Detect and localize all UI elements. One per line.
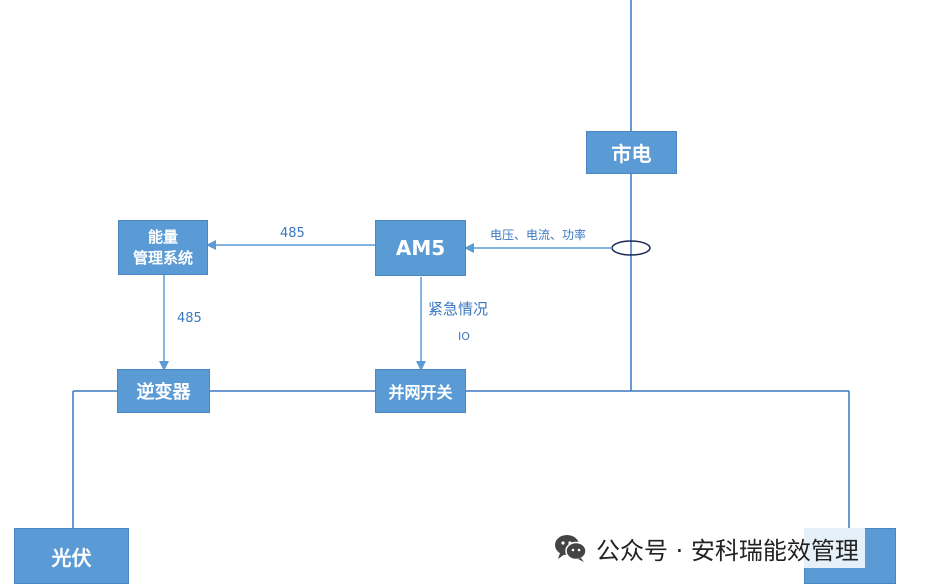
measure-label: 电压、电流、功率 <box>490 228 587 242</box>
am5-ems-485-label: 485 <box>280 226 305 241</box>
watermark-text: 公众号 · 安科瑞能效管理 <box>596 536 859 565</box>
grid-node: 市电 <box>586 131 677 174</box>
ems-label-line2: 管理系统 <box>132 248 193 267</box>
io-label: IO <box>458 330 470 343</box>
am5-node: AM5 <box>375 220 466 276</box>
emergency-label: 紧急情况 <box>428 300 489 318</box>
inverter-label: 逆变器 <box>136 382 191 403</box>
switch-node: 并网开关 <box>375 369 466 413</box>
pv-node: 光伏 <box>14 528 129 584</box>
wechat-icon <box>555 535 587 562</box>
am5-label: AM5 <box>395 236 446 260</box>
ems-node: 能量 管理系统 <box>118 220 208 275</box>
grid-label: 市电 <box>611 142 652 166</box>
switch-label: 并网开关 <box>388 383 453 402</box>
ems-label-line1: 能量 <box>147 227 178 246</box>
watermark: 公众号 · 安科瑞能效管理 <box>548 528 865 568</box>
pv-label: 光伏 <box>51 545 92 570</box>
ems-inverter-485-label: 485 <box>177 311 202 326</box>
inverter-node: 逆变器 <box>117 369 210 413</box>
